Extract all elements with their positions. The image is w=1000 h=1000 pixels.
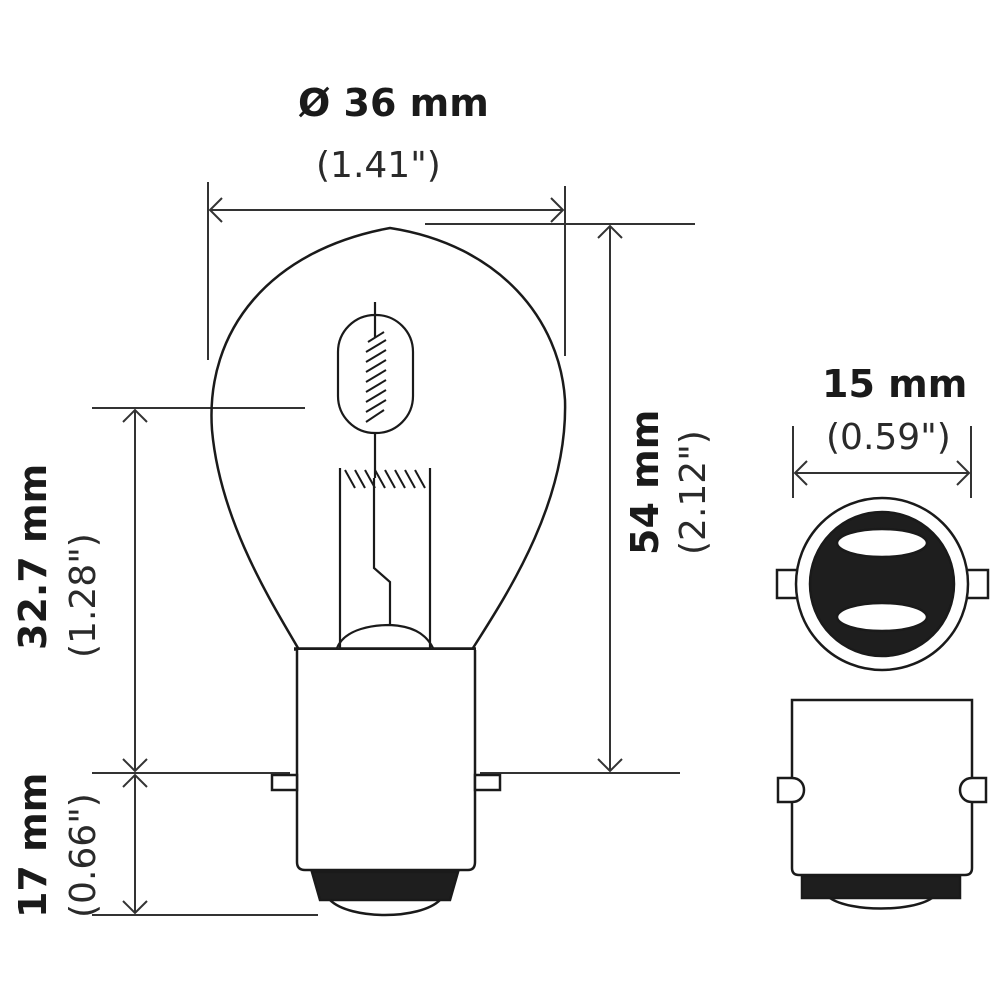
arrow-down-icon <box>597 758 623 773</box>
base-dia-metric-label: 15 mm <box>822 362 968 406</box>
arrow-down-icon <box>122 900 148 915</box>
base-length-metric-label: 17 mm <box>11 772 55 918</box>
arrow-up-icon <box>597 224 623 239</box>
base-length-imperial-label: (0.66") <box>63 793 104 918</box>
arrow-down-icon <box>122 758 148 773</box>
arrow-left-icon <box>208 197 223 223</box>
base-end-view <box>775 496 990 672</box>
base-dia-imperial-label: (0.59") <box>826 417 951 458</box>
length-imperial-label: (2.12") <box>673 430 714 555</box>
base-side-view <box>776 698 988 910</box>
arrow-right-icon <box>550 197 565 223</box>
arrow-up-icon <box>122 773 148 788</box>
diameter-imperial-label: (1.41") <box>316 145 441 186</box>
arrow-up-icon <box>122 408 148 423</box>
diameter-metric-label: Ø 36 mm <box>298 81 489 125</box>
bulb-glass <box>210 226 567 649</box>
bulb-base <box>270 647 502 917</box>
arrow-right-icon <box>956 460 971 486</box>
lcl-metric-label: 32.7 mm <box>11 463 55 650</box>
lcl-imperial-label: (1.28") <box>63 533 104 658</box>
filament <box>335 302 434 649</box>
arrow-left-icon <box>793 460 808 486</box>
length-metric-label: 54 mm <box>623 409 667 555</box>
